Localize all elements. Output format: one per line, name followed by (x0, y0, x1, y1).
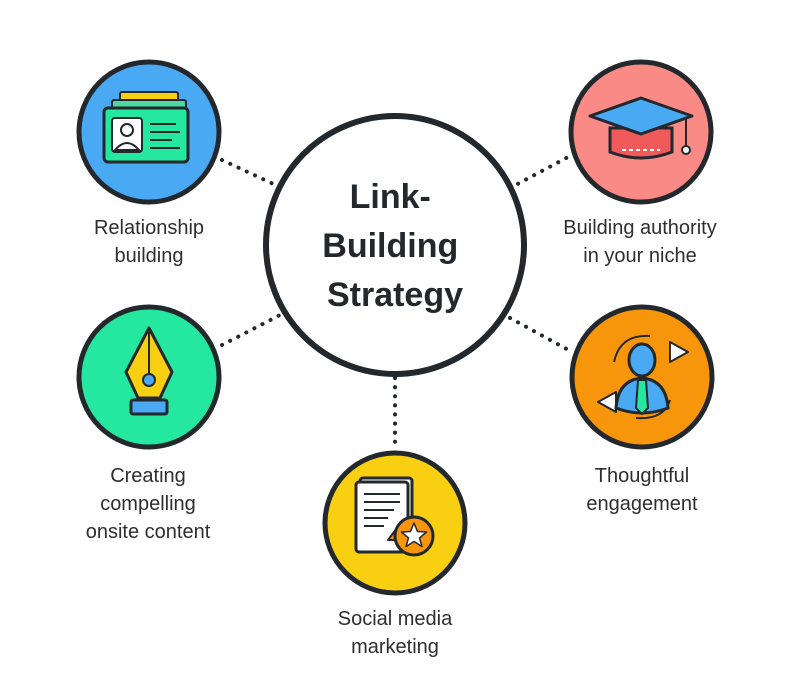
social-label-line-1: Social media (337, 608, 453, 630)
engagement-label: Thoughtful engagement (532, 462, 752, 518)
social-label: Social media marketing (285, 605, 505, 661)
authority-node (568, 59, 714, 205)
engagement-label-line-2: engagement (586, 493, 698, 515)
relationship-node (76, 59, 222, 205)
center-node: Link- Building Strategy (263, 113, 527, 377)
content-label-line-2: compelling (100, 493, 196, 515)
fountain-pen-icon (124, 326, 174, 416)
relationship-label-line-2: building (114, 245, 184, 267)
relationship-label: Relationship building (39, 214, 259, 270)
content-node (76, 304, 222, 450)
connector-content (220, 312, 284, 347)
social-label-line-2: marketing (351, 636, 439, 658)
connector-engagement (508, 316, 574, 354)
engagement-node (569, 304, 715, 450)
relationship-label-line-1: Relationship (93, 217, 205, 239)
center-title-line-3: Strategy (327, 276, 463, 314)
id-card-icon (102, 91, 190, 164)
center-title-line-1: Link- (350, 178, 431, 216)
authority-label-line-1: Building authority (563, 217, 717, 239)
svg-text:Link- Building Str: Link- Building Strategy (322, 178, 467, 314)
connectors (220, 154, 574, 446)
connector-relationship (220, 158, 284, 190)
social-node (322, 450, 468, 596)
connector-authority (508, 154, 572, 190)
person-engagement-icon (597, 334, 689, 420)
center-title-line-2: Building (322, 227, 458, 265)
authority-label-line-2: in your niche (583, 245, 697, 267)
graduation-cap-icon (588, 96, 694, 160)
authority-label: Building authority in your niche (530, 214, 750, 270)
content-label: Creating compelling onsite content (38, 462, 258, 546)
engagement-label-line-1: Thoughtful (594, 465, 690, 487)
document-star-icon (354, 476, 435, 557)
content-label-line-1: Creating (110, 465, 186, 487)
content-label-line-3: onsite content (85, 521, 211, 543)
